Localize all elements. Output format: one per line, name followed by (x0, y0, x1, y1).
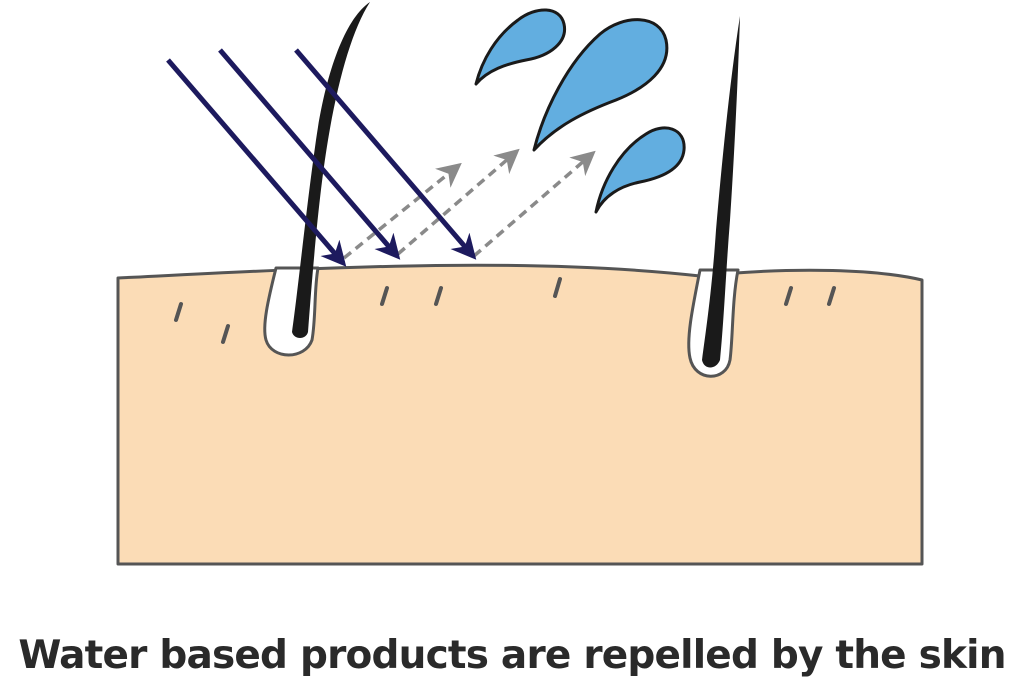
diagram-caption: Water based products are repelled by the… (0, 626, 1024, 686)
skin-diagram (0, 0, 1024, 600)
water-droplet-icon (596, 128, 684, 212)
reflected-arrows (344, 152, 592, 258)
dashed-diagonal-arrow-icon (474, 154, 592, 256)
skin-block (118, 265, 922, 564)
water-droplets (476, 10, 684, 212)
water-droplet-icon (476, 10, 565, 84)
